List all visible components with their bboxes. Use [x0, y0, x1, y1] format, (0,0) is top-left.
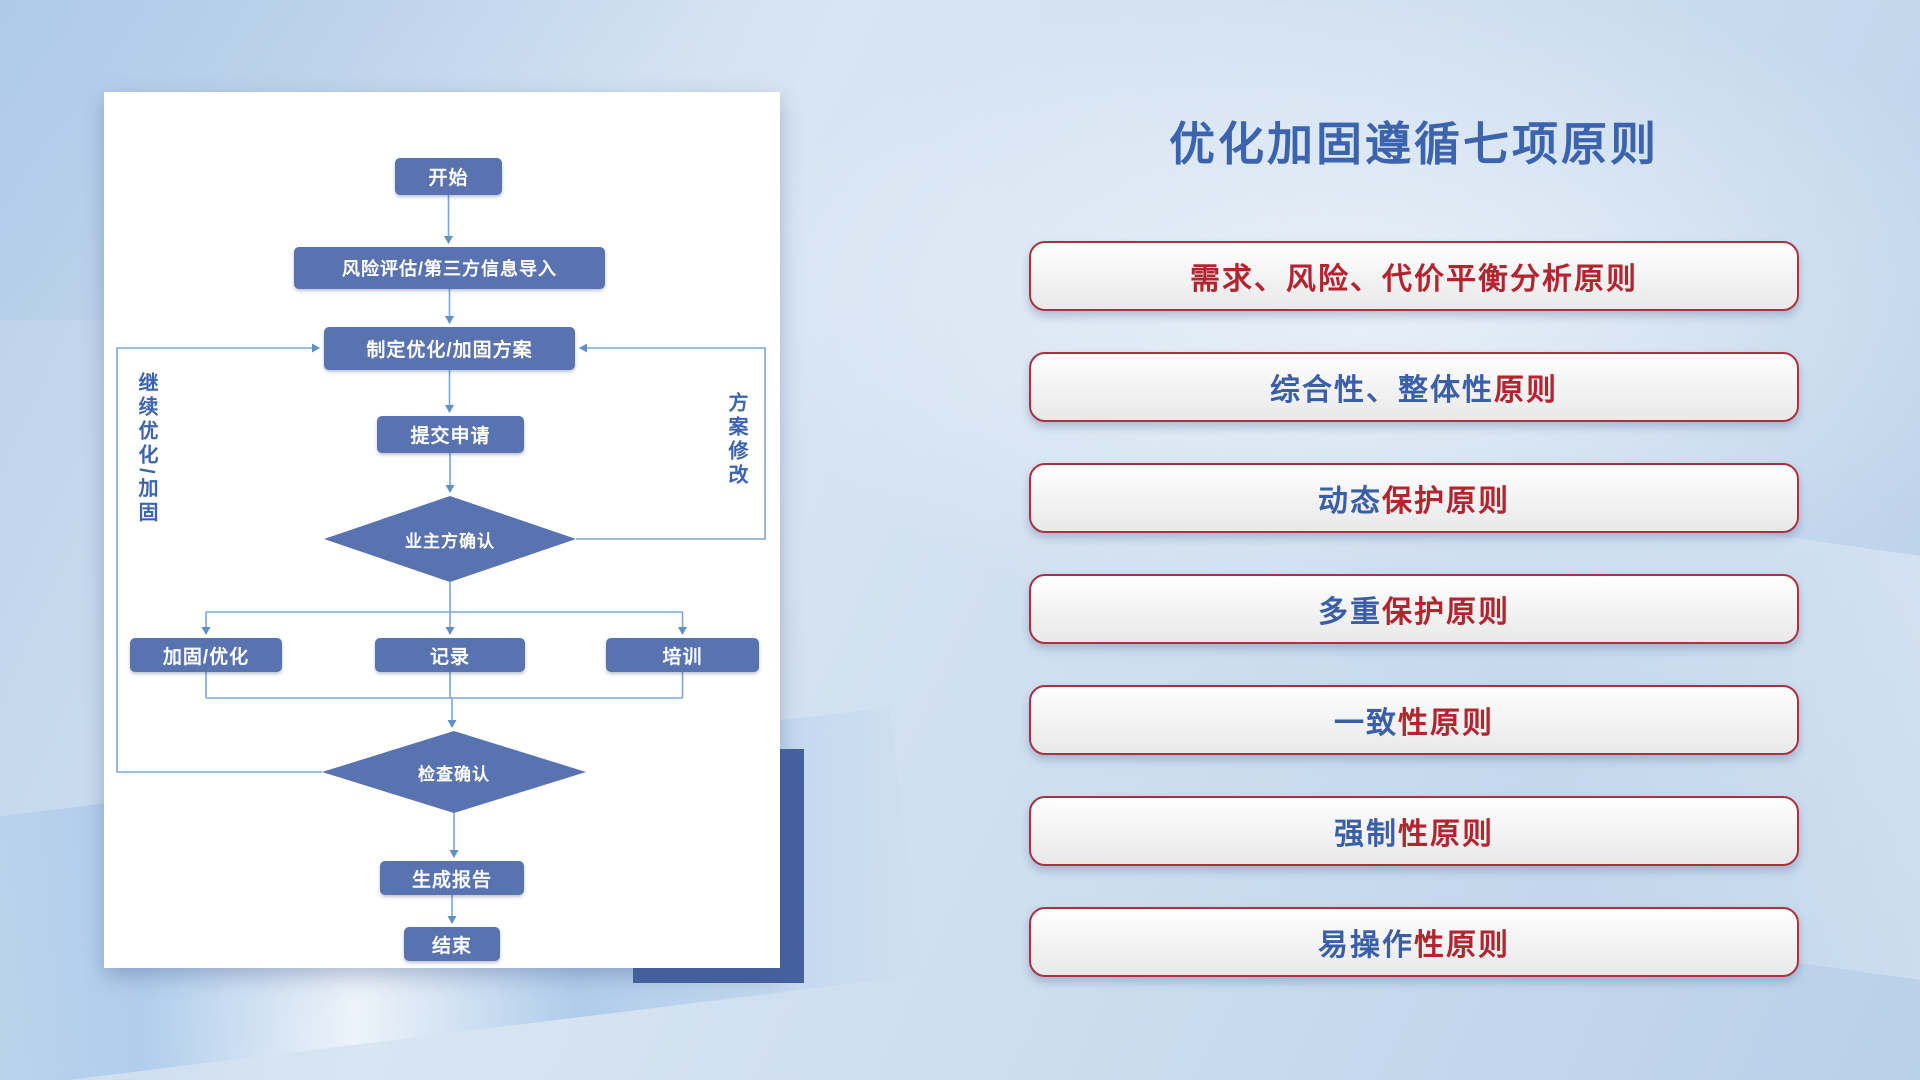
principle-card: 动态保护原则	[1029, 463, 1799, 533]
flow-node-risk-import: 风险评估/第三方信息导入	[294, 247, 605, 289]
principles-list: 需求、风险、代价平衡分析原则综合性、整体性原则动态保护原则多重保护原则一致性原则…	[1029, 241, 1799, 977]
flow-node-generate-report: 生成报告	[380, 861, 524, 895]
principle-text-segment: 一致	[1334, 707, 1398, 740]
flow-node-start: 开始	[395, 158, 502, 195]
principle-text-segment: 易操作	[1318, 929, 1414, 962]
principle-text-segment: 保护原则	[1382, 485, 1510, 518]
principle-text-segment: 性原则	[1414, 929, 1510, 962]
principle-card: 综合性、整体性原则	[1029, 352, 1799, 422]
principle-text-segment: 强制	[1334, 818, 1398, 851]
loop-label-continue-optimize: 继续优化/加固	[135, 372, 157, 526]
principle-text-segment: 多重	[1318, 596, 1382, 629]
principle-card: 需求、风险、代价平衡分析原则	[1029, 241, 1799, 311]
flow-node-submit-request: 提交申请	[377, 416, 524, 453]
principles-panel: 优化加固遵循七项原则 需求、风险、代价平衡分析原则综合性、整体性原则动态保护原则…	[1029, 0, 1799, 1080]
principle-card: 强制性原则	[1029, 796, 1799, 866]
flow-node-harden-optimize: 加固/优化	[130, 638, 282, 672]
principle-text-segment: 性原则	[1398, 707, 1494, 740]
principle-text-segment: 原则	[1494, 374, 1558, 407]
principle-text-segment: 性原则	[1398, 818, 1494, 851]
principle-text-segment: 保护原则	[1382, 596, 1510, 629]
flow-node-training: 培训	[606, 638, 759, 672]
flow-decision-check-confirm: 检查确认	[322, 731, 586, 813]
flow-node-make-plan: 制定优化/加固方案	[324, 327, 575, 370]
flow-node-record: 记录	[375, 638, 525, 672]
principle-text-segment: 动态	[1318, 485, 1382, 518]
flow-node-end: 结束	[404, 927, 500, 961]
flow-decision-owner-confirm: 业主方确认	[324, 496, 576, 582]
principle-card: 多重保护原则	[1029, 574, 1799, 644]
principle-card: 一致性原则	[1029, 685, 1799, 755]
slide-title: 优化加固遵循七项原则	[1169, 118, 1659, 170]
principle-text-segment: 需求、风险、代价平衡分析原则	[1190, 263, 1638, 296]
loop-label-plan-revise: 方案修改	[725, 392, 747, 488]
principle-text-segment: 综合性、整体性	[1270, 374, 1494, 407]
principle-card: 易操作性原则	[1029, 907, 1799, 977]
flowchart-card: 开始 风险评估/第三方信息导入 制定优化/加固方案 提交申请 业主方确认 加固/…	[104, 92, 780, 968]
